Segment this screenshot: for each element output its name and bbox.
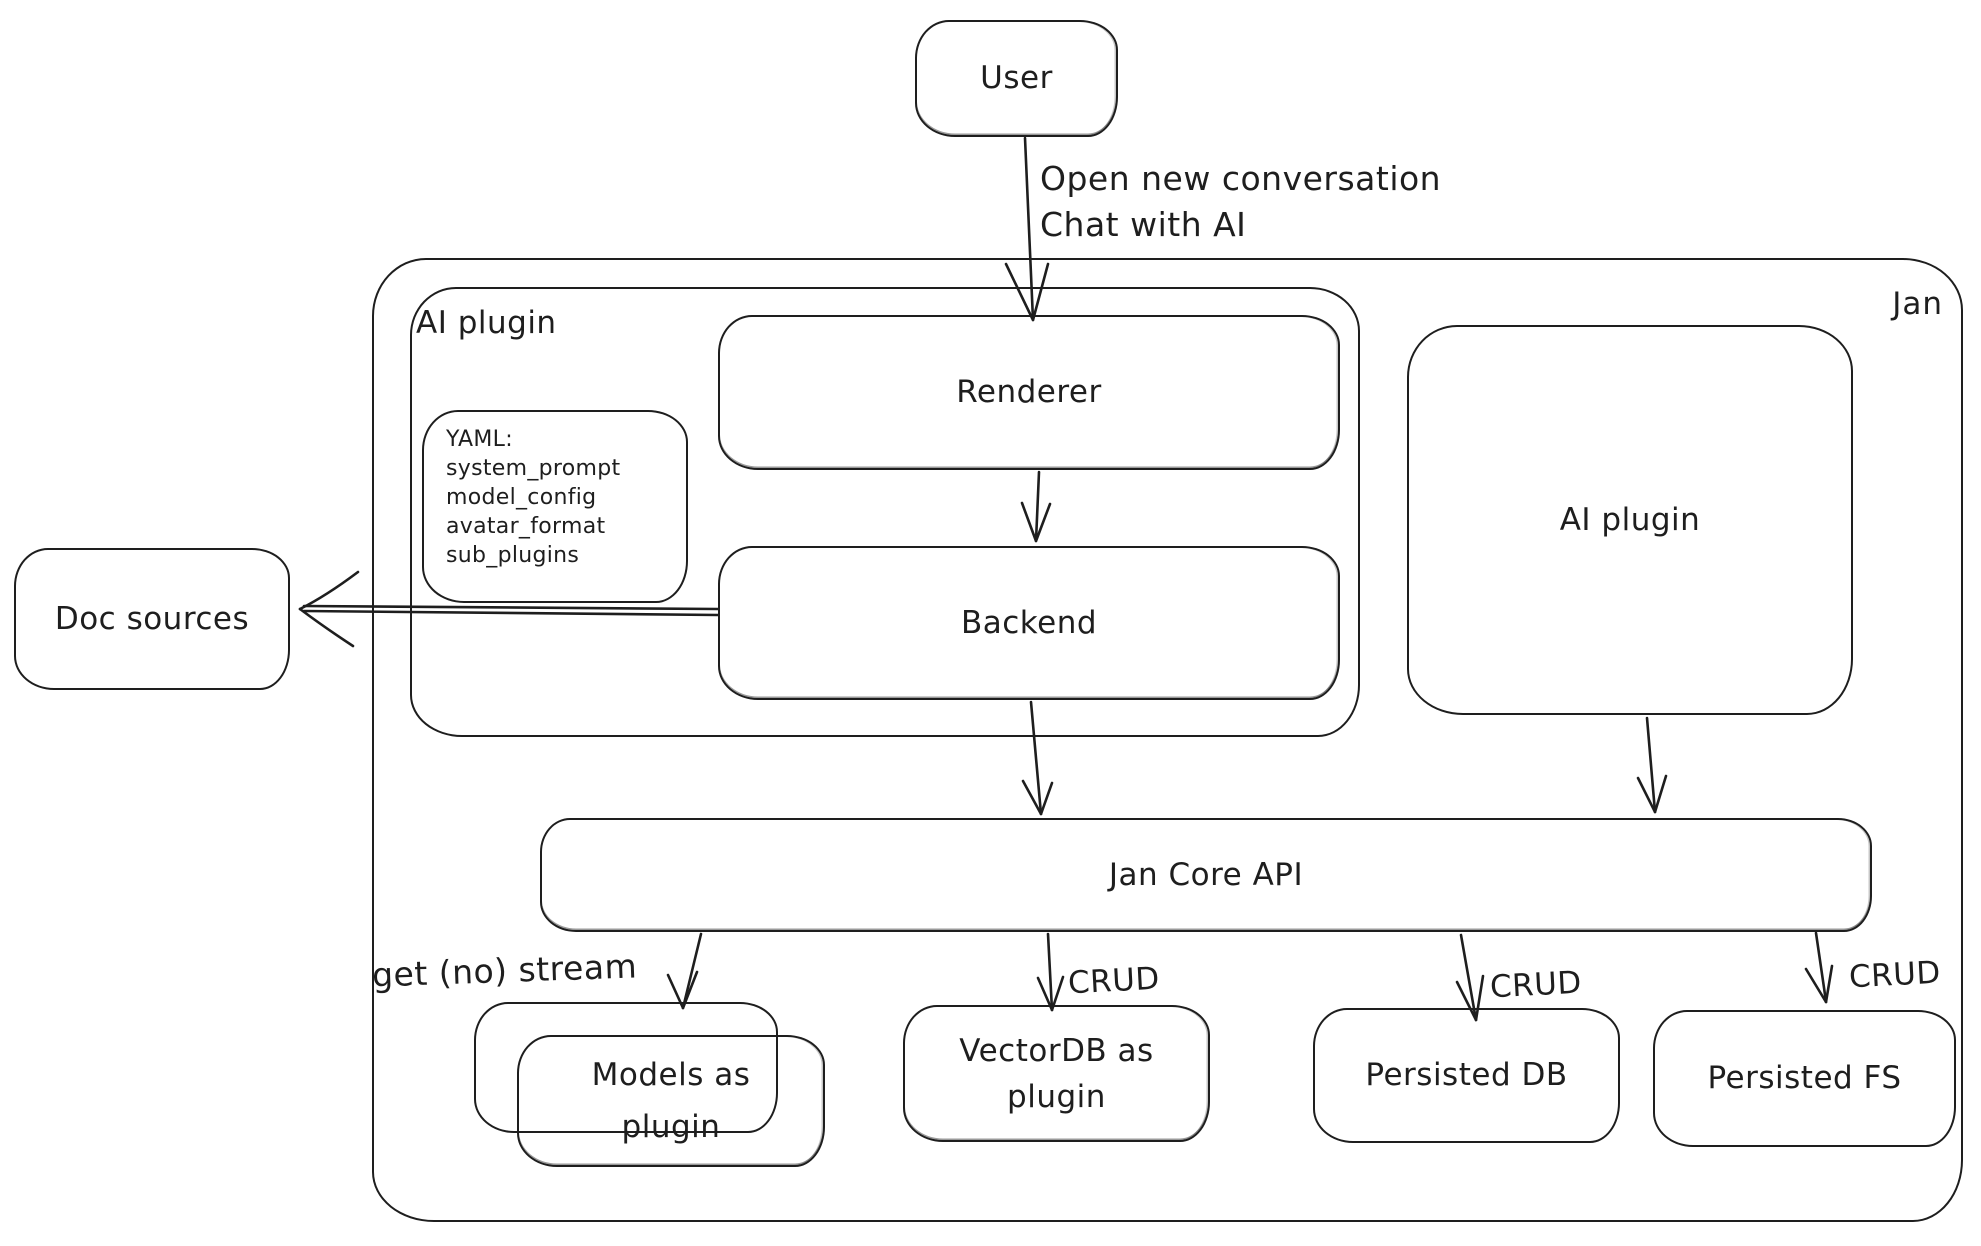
user-node: User (915, 20, 1118, 137)
persisted-db-label: Persisted DB (1365, 1057, 1568, 1094)
models-as-plugin-label: Models as plugin (591, 1057, 751, 1145)
renderer-node: Renderer (718, 315, 1340, 470)
edge-label-crud-vectordb: CRUD (1067, 960, 1161, 1002)
jan-core-api-node: Jan Core API (540, 818, 1872, 932)
edge-label-get-no-stream: get (no) stream (371, 946, 638, 995)
vectordb-as-plugin-label: VectorDB as plugin (959, 1032, 1154, 1115)
renderer-node-label: Renderer (956, 374, 1102, 411)
models-as-plugin-node: Models as plugin (517, 1035, 825, 1167)
persisted-db-node: Persisted DB (1313, 1008, 1620, 1143)
persisted-fs-node: Persisted FS (1653, 1010, 1956, 1147)
edge-label-crud-persisted-db: CRUD (1489, 964, 1583, 1006)
ai-plugin-node: AI plugin (1407, 325, 1853, 715)
ai-plugin-group-label: AI plugin (416, 305, 557, 341)
doc-sources-node: Doc sources (14, 548, 290, 690)
edge-label-open-conversation: Open new conversation Chat with AI (1040, 159, 1442, 244)
ai-plugin-node-label: AI plugin (1559, 501, 1701, 538)
vectordb-as-plugin-node: VectorDB as plugin (903, 1005, 1210, 1142)
persisted-fs-label: Persisted FS (1707, 1060, 1902, 1097)
jan-container-label: Jan (1892, 286, 1943, 322)
user-node-label: User (980, 60, 1053, 97)
jan-container: Jan (372, 258, 1963, 1222)
ai-plugin-group-container: AI plugin (410, 287, 1360, 737)
edge-label-crud-persisted-fs: CRUD (1848, 954, 1942, 996)
models-as-plugin-back-box (474, 1002, 778, 1133)
backend-node: Backend (718, 546, 1340, 700)
backend-node-label: Backend (960, 604, 1098, 641)
jan-core-api-node-label: Jan Core API (1108, 856, 1304, 893)
doc-sources-node-label: Doc sources (54, 600, 250, 637)
yaml-note: YAML: system_prompt model_config avatar_… (422, 410, 688, 603)
yaml-note-text: YAML: system_prompt model_config avatar_… (446, 427, 621, 568)
